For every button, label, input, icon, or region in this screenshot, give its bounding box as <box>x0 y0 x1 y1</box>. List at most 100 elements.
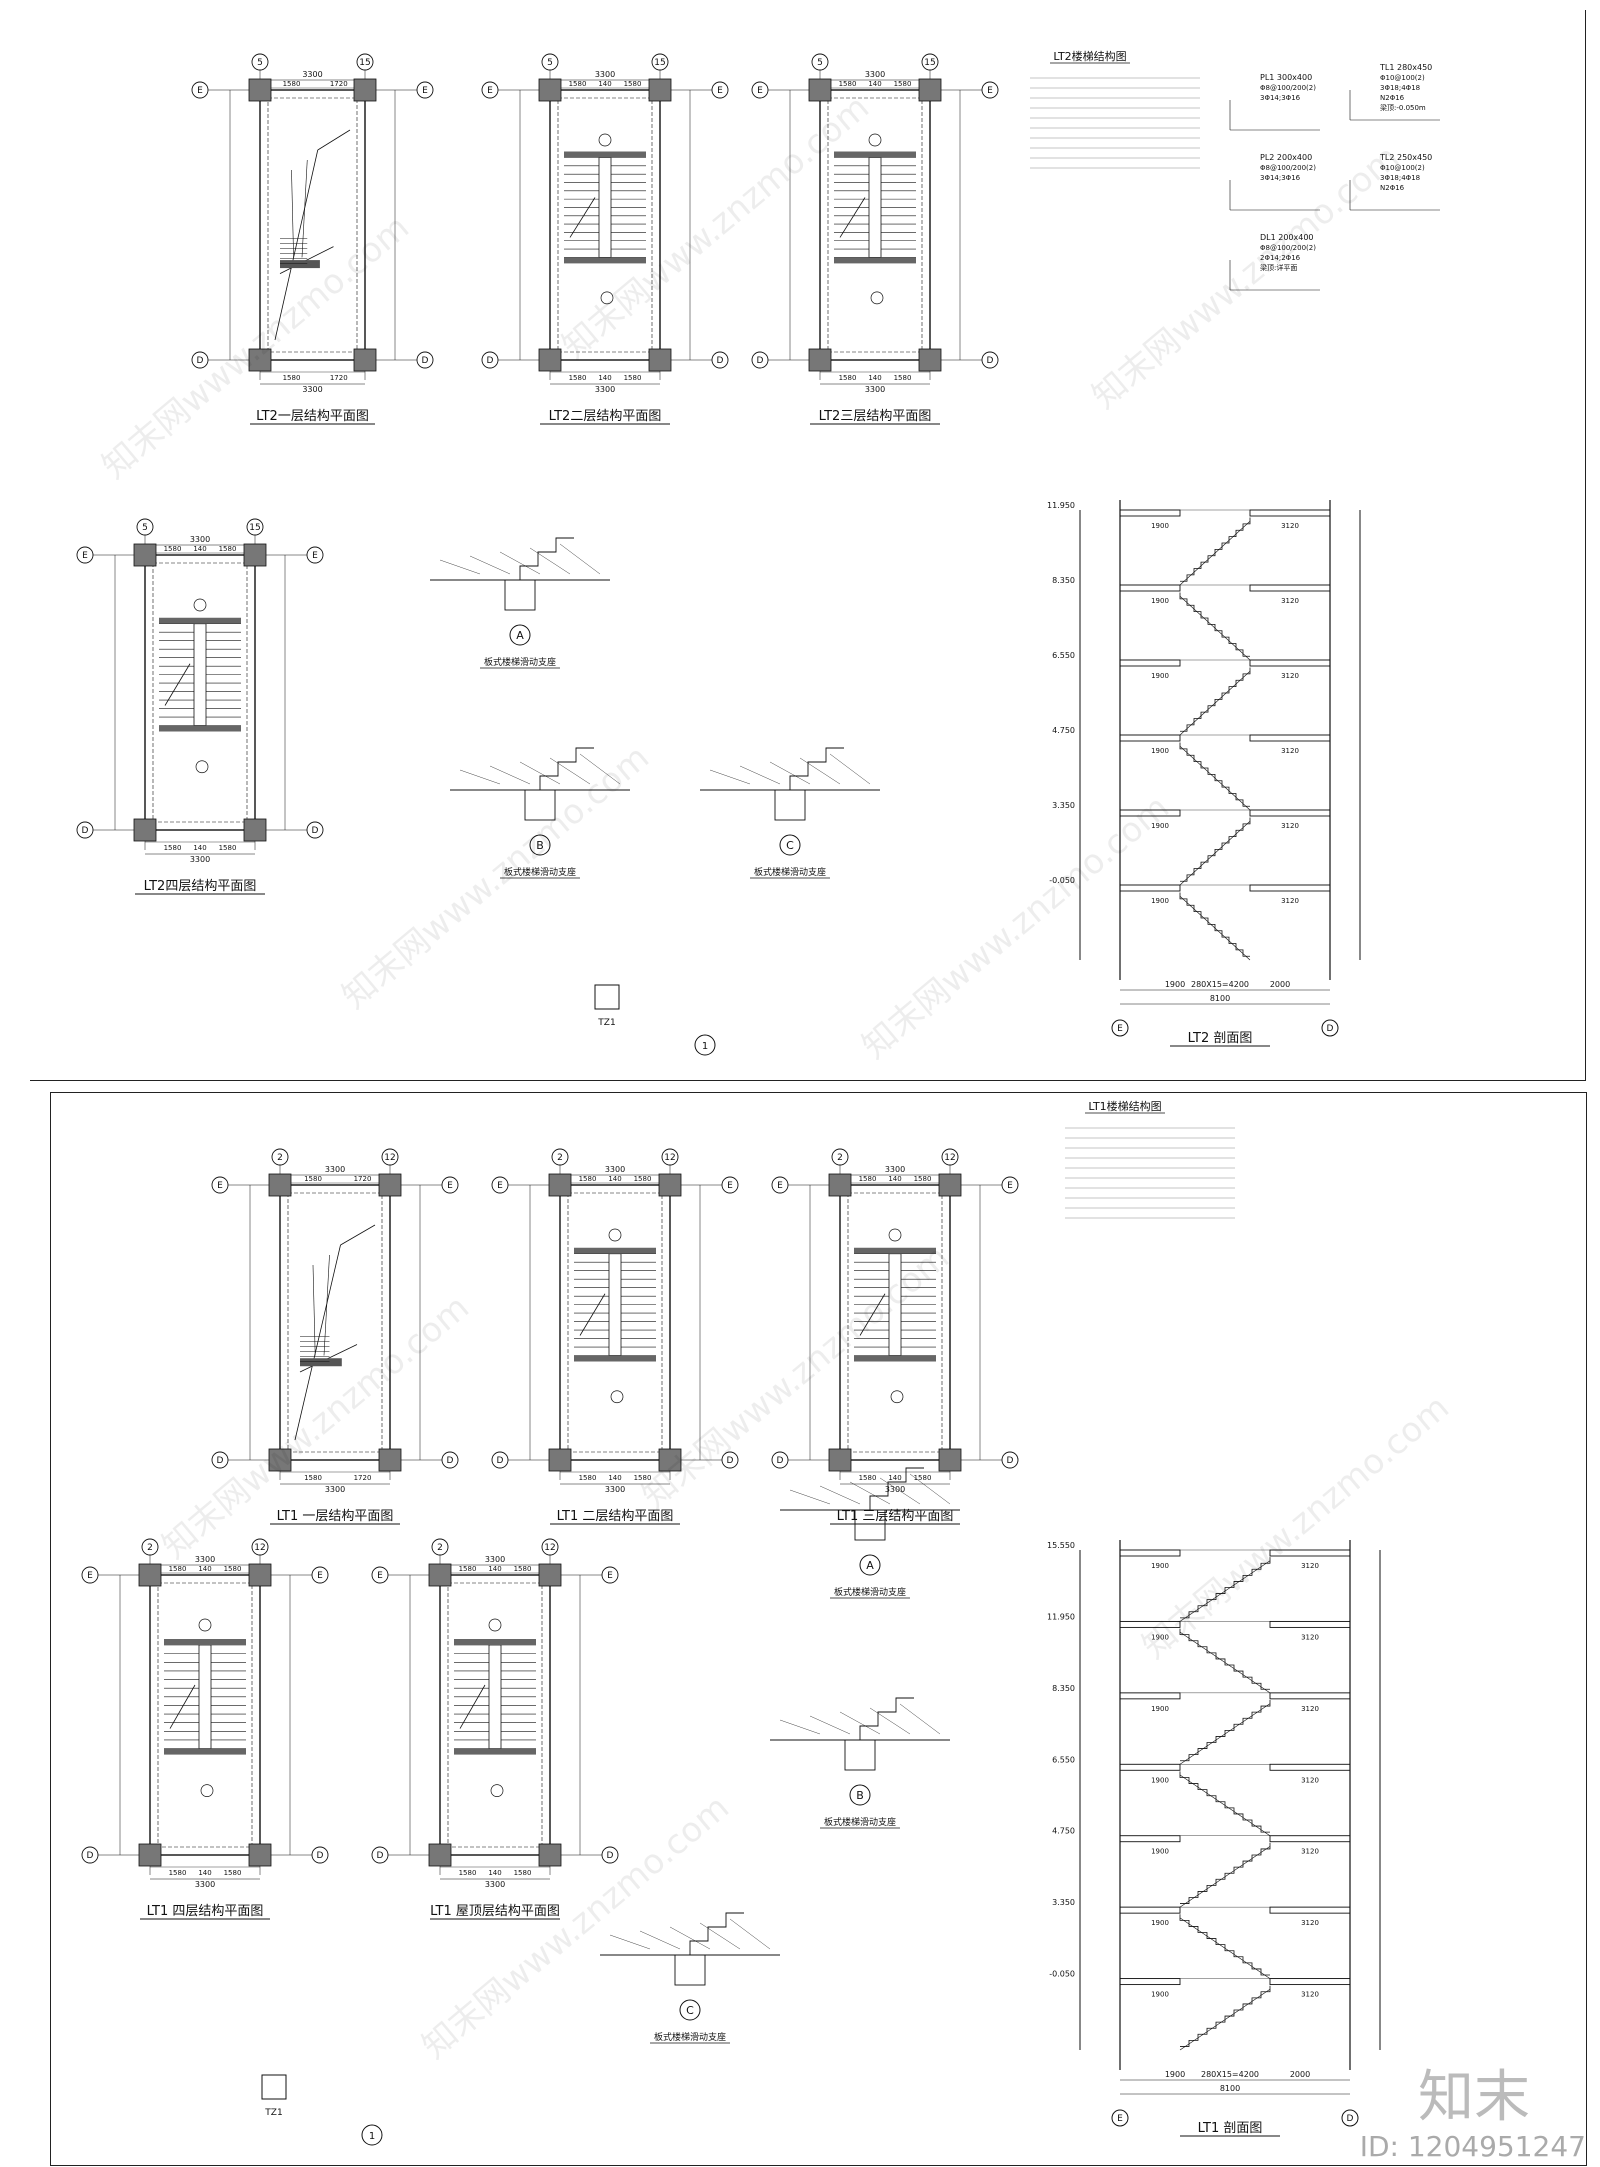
dimension-text: 1720 <box>354 1474 372 1482</box>
line <box>699 1922 741 1950</box>
dimension-text: 1580 <box>859 1474 877 1482</box>
axis-label: 5 <box>817 58 823 68</box>
landing-slab <box>1119 809 1181 817</box>
elevation-text: 4.750 <box>1052 1827 1075 1836</box>
dimension-text: 3300 <box>190 855 210 864</box>
plan-title: LT2四层结构平面图 <box>144 879 257 894</box>
dimension-text: 3300 <box>325 1165 345 1174</box>
plan-title: LT1 三层结构平面图 <box>837 1509 954 1524</box>
dimension-text: 3120 <box>1281 747 1299 755</box>
axis-label: D <box>422 356 429 366</box>
landing-slab <box>1119 1978 1181 1986</box>
line <box>1179 896 1251 961</box>
dimension-text: 1900 <box>1151 1991 1169 1999</box>
line <box>769 761 811 785</box>
axis-label: D <box>197 356 204 366</box>
line <box>340 1224 376 1246</box>
axis-label: D <box>217 1456 224 1466</box>
beam-spec: 3Φ18;4Φ18 <box>1380 174 1420 182</box>
dimension-text: 3120 <box>1281 597 1299 605</box>
dimension-text: 1900 <box>1151 522 1169 530</box>
axis-label: D <box>757 356 764 366</box>
line <box>519 761 561 785</box>
dimension-text: 140 <box>608 1474 621 1482</box>
beam <box>164 1639 246 1645</box>
dimension-text: 140 <box>868 374 881 382</box>
column <box>538 348 562 372</box>
dimension-text: 3300 <box>605 1165 625 1174</box>
dimension-text: 3120 <box>1301 1705 1319 1713</box>
landing-slab <box>1269 1620 1351 1628</box>
dimension-text: 1580 <box>634 1474 652 1482</box>
plan-title: LT2二层结构平面图 <box>549 409 662 424</box>
axis-label: 15 <box>924 58 935 68</box>
stair-well <box>608 1253 622 1356</box>
line <box>469 555 511 575</box>
landing-slab <box>1119 1763 1181 1771</box>
line <box>499 551 541 575</box>
axis-label: D <box>607 1851 614 1861</box>
column <box>378 1173 402 1197</box>
line <box>312 1264 316 1356</box>
landing-slab <box>1249 809 1331 817</box>
dimension-text: 140 <box>488 1565 501 1573</box>
beam-spec: 3Φ14;3Φ16 <box>1260 94 1301 102</box>
dimension-text: 1580 <box>514 1869 532 1877</box>
line <box>323 1254 330 1356</box>
dimension-text: 1580 <box>579 1474 597 1482</box>
detail-label: C <box>686 2004 694 2017</box>
axis-label: 5 <box>547 58 553 68</box>
detail-label: B <box>536 839 544 852</box>
dimension-text: 1900 <box>1151 1848 1169 1856</box>
column <box>808 348 832 372</box>
axis-label: D <box>497 1456 504 1466</box>
line <box>1179 1631 1271 1694</box>
detail-bubble <box>859 1554 881 1576</box>
line <box>439 559 481 575</box>
beam-spec: 梁顶:详平面 <box>1260 263 1297 272</box>
dimension-text: 3300 <box>885 1485 905 1494</box>
elevation-text: 11.950 <box>1047 501 1075 510</box>
notes-title: LT1楼梯结构图 <box>1088 1099 1161 1113</box>
column <box>243 543 267 567</box>
stair-wall <box>549 89 661 361</box>
plan-title: LT1 二层结构平面图 <box>557 1509 674 1524</box>
dimension-text: 1720 <box>330 80 348 88</box>
line <box>1179 821 1251 886</box>
axis-label: E <box>87 1571 93 1581</box>
dimension-text: 1720 <box>330 374 348 382</box>
axis-label: E <box>447 1181 453 1191</box>
elevation-text: 3.350 <box>1052 1898 1075 1907</box>
axis-label: E <box>422 86 428 96</box>
section-title: LT2 剖面图 <box>1188 1031 1253 1046</box>
dimension-text: 1580 <box>579 1175 597 1183</box>
line <box>459 769 501 785</box>
line <box>839 197 866 238</box>
line <box>839 1711 881 1735</box>
column <box>658 1173 682 1197</box>
dimension-text: 1900 <box>1151 1705 1169 1713</box>
axis-bubble <box>1341 2109 1359 2127</box>
dimension-text: 3300 <box>325 1485 345 1494</box>
section-title: LT1 剖面图 <box>1198 2121 1263 2136</box>
slab-outline <box>847 1192 943 1453</box>
column <box>268 1173 292 1197</box>
line <box>729 1918 771 1950</box>
axis-label: D <box>727 1456 734 1466</box>
line <box>829 753 871 785</box>
detail-bubble <box>849 1784 871 1806</box>
dimension-text: 1580 <box>839 80 857 88</box>
column <box>648 348 672 372</box>
detail-caption: 板式楼梯滑动支座 <box>834 1586 906 1598</box>
landing-slab <box>1119 884 1181 892</box>
landing-slab <box>1119 509 1181 517</box>
line <box>579 753 621 785</box>
line <box>1179 746 1251 811</box>
dimension-text: 1580 <box>624 80 642 88</box>
column <box>658 1448 682 1472</box>
dimension-text: 3120 <box>1281 522 1299 530</box>
support-beam <box>774 789 806 821</box>
